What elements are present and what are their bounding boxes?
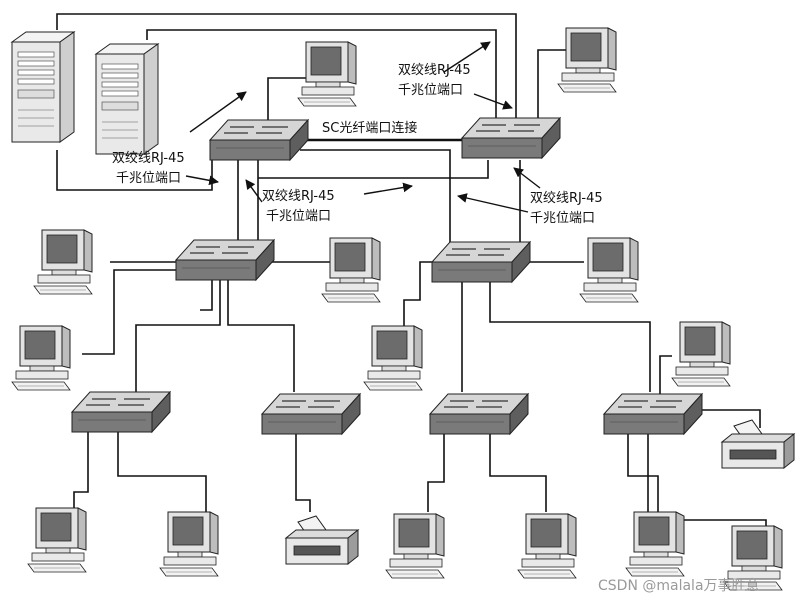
desktop-computer-icon	[671, 321, 731, 387]
desktop-computer-icon	[27, 507, 87, 573]
desktop-computer-icon	[11, 325, 71, 391]
desktop-computer-icon	[363, 325, 423, 391]
cable-label-middle: 双绞线RJ-45	[262, 188, 335, 204]
cable-label-right: 双绞线RJ-45	[530, 190, 603, 206]
desktop-computer-icon	[159, 511, 219, 577]
distribution-switch-right	[431, 241, 531, 283]
access-switch	[603, 393, 703, 435]
port-label-middle: 千兆位端口	[266, 209, 331, 224]
server-tower-icon	[95, 43, 159, 155]
desktop-computer-icon	[297, 41, 357, 107]
desktop-computer-icon	[385, 513, 445, 579]
access-switch	[71, 391, 171, 433]
server-tower-icon	[11, 31, 75, 143]
printer-icon	[285, 515, 359, 565]
fiber-link-label: SC光纤端口连接	[322, 120, 417, 136]
access-switch	[261, 393, 361, 435]
cable-label-top-right: 双绞线RJ-45	[398, 62, 471, 78]
watermark: CSDN @malala万事胜意	[598, 577, 760, 594]
desktop-computer-icon	[321, 237, 381, 303]
core-switch-left	[209, 119, 309, 161]
connection-lines	[56, 13, 767, 528]
cable-label-left: 双绞线RJ-45	[112, 150, 185, 166]
desktop-computer-icon	[557, 27, 617, 93]
core-switch-right	[461, 117, 561, 159]
port-label-top-right: 千兆位端口	[398, 83, 463, 98]
desktop-computer-icon	[625, 511, 685, 577]
distribution-switch-left	[175, 239, 275, 281]
printer-icon	[721, 419, 795, 469]
annotation-arrows	[185, 41, 541, 213]
desktop-computer-icon	[33, 229, 93, 295]
access-switch	[429, 393, 529, 435]
desktop-computer-icon	[579, 237, 639, 303]
desktop-computer-icon	[517, 513, 577, 579]
port-label-left: 千兆位端口	[116, 171, 181, 186]
port-label-right: 千兆位端口	[530, 211, 595, 226]
